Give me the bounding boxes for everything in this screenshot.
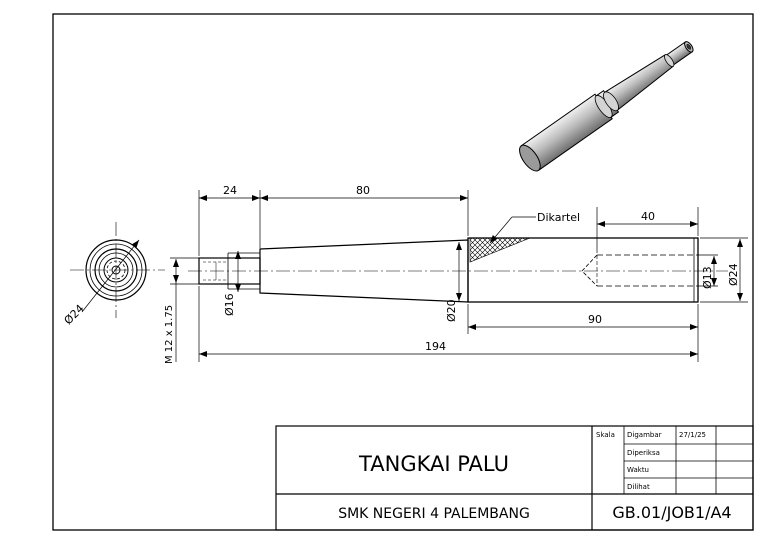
row-value-digambar: 27/1/25 xyxy=(679,431,706,439)
title-block xyxy=(275,425,754,531)
dimensions xyxy=(170,190,748,362)
row-label-dilihat: Dilihat xyxy=(627,483,650,491)
row-label-digambar: Digambar xyxy=(627,431,662,439)
title-text: TANGKAI PALU xyxy=(358,452,509,476)
dim-80: 80 xyxy=(356,184,370,197)
dim-end-dia-24: Ø24 xyxy=(62,302,87,327)
callout-dikartel: Dikartel xyxy=(537,211,580,224)
dim-40: 40 xyxy=(641,210,655,223)
row-label-diperiksa: Diperiksa xyxy=(627,449,660,457)
front-view: Dikartel xyxy=(188,211,728,303)
isometric-view xyxy=(519,41,694,172)
dim-dia-13: Ø13 xyxy=(701,266,714,289)
dim-dia-20: Ø20 xyxy=(445,299,458,322)
dim-dia-24-right: Ø24 xyxy=(727,263,740,286)
dim-dia-16: Ø16 xyxy=(223,293,236,316)
dim-thread: M 12 x 1.75 xyxy=(164,305,175,364)
row-label-waktu: Waktu xyxy=(627,466,649,474)
end-view: Ø24 xyxy=(62,222,165,327)
skala-label: Skala xyxy=(596,431,615,439)
school-text: SMK NEGERI 4 PALEMBANG xyxy=(338,506,530,522)
dim-194: 194 xyxy=(425,340,446,353)
dim-24-top: 24 xyxy=(223,184,237,197)
drawing-code: GB.01/JOB1/A4 xyxy=(612,503,731,522)
dim-90: 90 xyxy=(588,313,602,326)
